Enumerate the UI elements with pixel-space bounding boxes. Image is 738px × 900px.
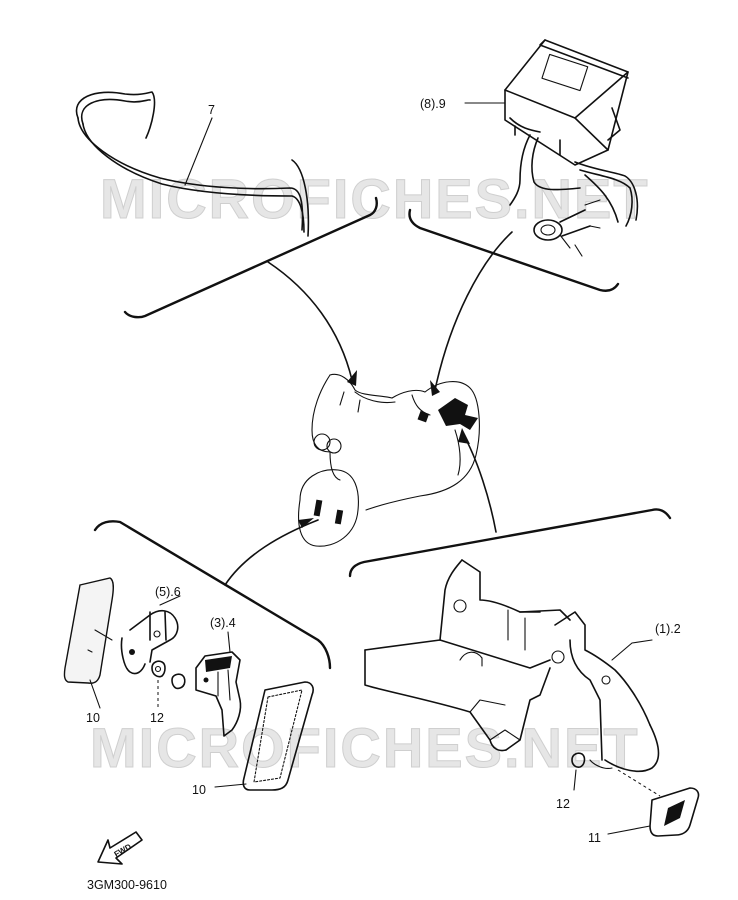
rear-reflector-part: [607, 769, 700, 837]
wire-harness-part: [75, 91, 310, 237]
label-part-10-left: 10: [86, 711, 100, 725]
leader-curve-reflector: [224, 519, 319, 586]
diagram-code: 3GM300-9610: [87, 878, 167, 892]
label-part-1-2: (1).2: [655, 622, 681, 636]
label-part-10-bottom: 10: [192, 783, 206, 797]
nut-right-part: [571, 752, 586, 791]
rear-bracket-part: [364, 559, 660, 772]
license-bracket-part: [195, 631, 242, 737]
label-part-3-4: (3).4: [210, 616, 236, 630]
upper-left-bracket: [123, 196, 378, 319]
label-part-11: 11: [588, 831, 601, 845]
leader-curve-control-unit: [434, 231, 513, 391]
leader-curve-bracket: [461, 431, 497, 533]
lower-right-bracket: [348, 508, 672, 578]
motorcycle-outline: [298, 373, 480, 547]
control-unit-part: [464, 39, 639, 257]
label-part-8-9: (8).9: [420, 97, 446, 111]
upper-right-bracket: [408, 208, 620, 292]
leader-curve-harness: [267, 261, 353, 381]
nut-left-part: [151, 660, 186, 708]
forward-arrow-icon: FWD: [97, 831, 143, 865]
reflector-left-part: [63, 577, 115, 709]
lower-left-bracket: [93, 520, 332, 670]
watermark-top: MICROFICHES.NET: [100, 167, 650, 230]
label-part-7: 7: [208, 103, 215, 117]
label-part-12-left: 12: [150, 711, 164, 725]
label-part-12-right: 12: [556, 797, 570, 811]
watermark-bottom: MICROFICHES.NET: [90, 716, 640, 779]
label-part-5-6: (5).6: [155, 585, 181, 599]
reflector-bottom-part: [214, 681, 314, 791]
clamp-bracket-part: [120, 595, 181, 675]
